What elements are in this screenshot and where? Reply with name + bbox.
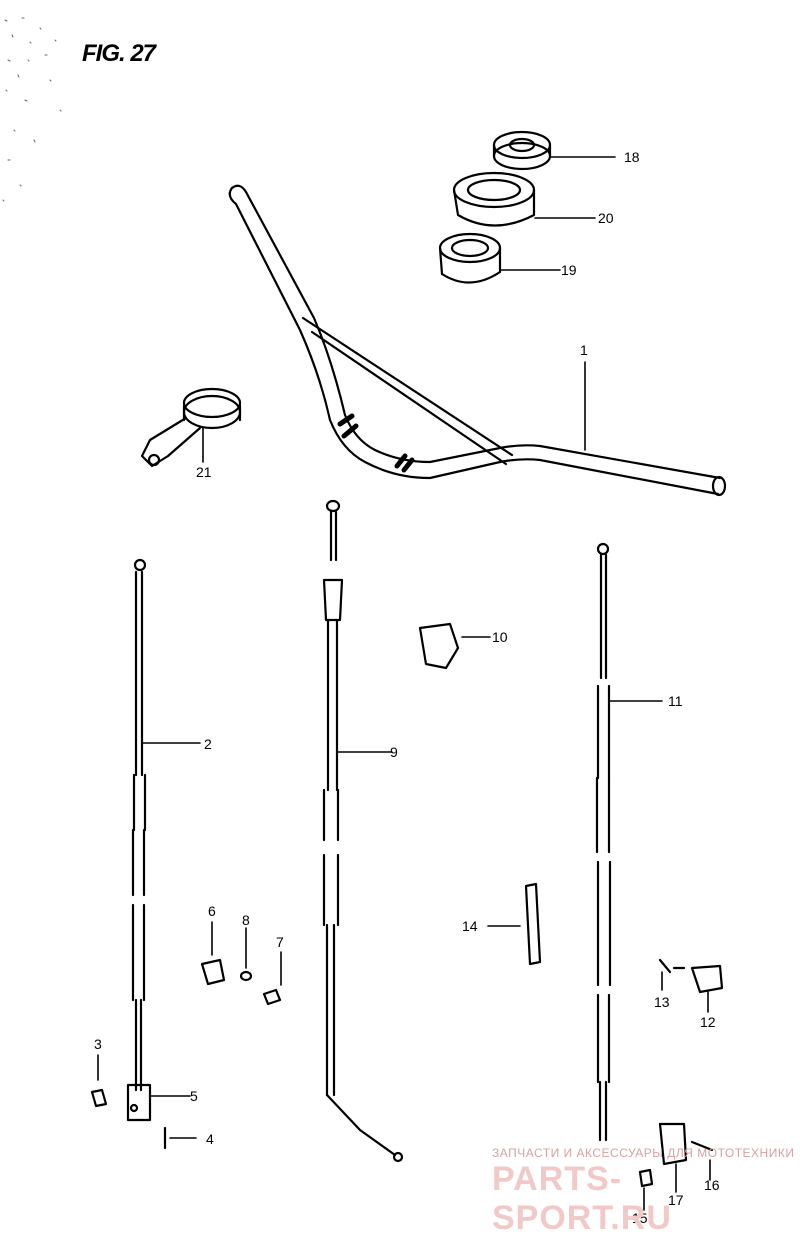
part-11-cable (595, 542, 663, 1142)
callout-10: 10 (492, 629, 508, 645)
watermark-logo: PARTS-SPORT.RU (492, 1160, 672, 1237)
callout-1: 1 (580, 342, 588, 358)
callout-6: 6 (208, 903, 216, 919)
part-16-spring (690, 1140, 714, 1181)
part-2-cable (131, 558, 201, 1092)
callout-16: 16 (704, 1177, 720, 1193)
callout-18: 18 (624, 149, 640, 165)
callout-14: 14 (462, 918, 478, 934)
callout-3: 3 (94, 1036, 102, 1052)
callout-7: 7 (276, 934, 284, 950)
callout-8: 8 (242, 912, 250, 928)
part-10-holder (418, 622, 491, 670)
callout-4: 4 (206, 1131, 214, 1147)
part-4-pin (163, 1126, 197, 1150)
callout-19: 19 (561, 262, 577, 278)
scan-noise (2, 17, 62, 202)
part-15-screw (638, 1168, 654, 1211)
part-8-washer (239, 927, 253, 982)
callout-17: 17 (668, 1192, 684, 1208)
callout-15: 15 (632, 1210, 648, 1226)
part-18-nut (492, 130, 616, 171)
watermark-tagline: ЗАПЧАСТИ И АКСЕССУАРЫ ДЛЯ МОТОТЕХНИКИ (492, 1146, 795, 1160)
part-21-throttle (140, 387, 242, 468)
callout-20: 20 (598, 210, 614, 226)
part-3-bolt (90, 1054, 108, 1108)
part-12-bracket (690, 964, 724, 1013)
callout-5: 5 (190, 1088, 198, 1104)
callout-11: 11 (668, 693, 683, 709)
figure-title: FIG. 27 (82, 40, 156, 67)
callout-9: 9 (390, 744, 398, 760)
callout-2: 2 (204, 736, 212, 752)
part-5-adjuster (126, 1083, 191, 1122)
part-17-bracket (658, 1122, 688, 1193)
callout-12: 12 (700, 1014, 716, 1030)
part-9-cable (322, 499, 404, 1163)
part-14-tie (487, 882, 542, 966)
handlebar-part-1 (228, 184, 727, 497)
part-19-bearing (438, 232, 561, 284)
part-13-screw (658, 958, 686, 991)
callout-21: 21 (196, 464, 212, 480)
part-7-screw (262, 951, 282, 1006)
callout-13: 13 (654, 994, 670, 1010)
part-20-race (452, 171, 596, 227)
part-6-clamp (200, 921, 226, 986)
